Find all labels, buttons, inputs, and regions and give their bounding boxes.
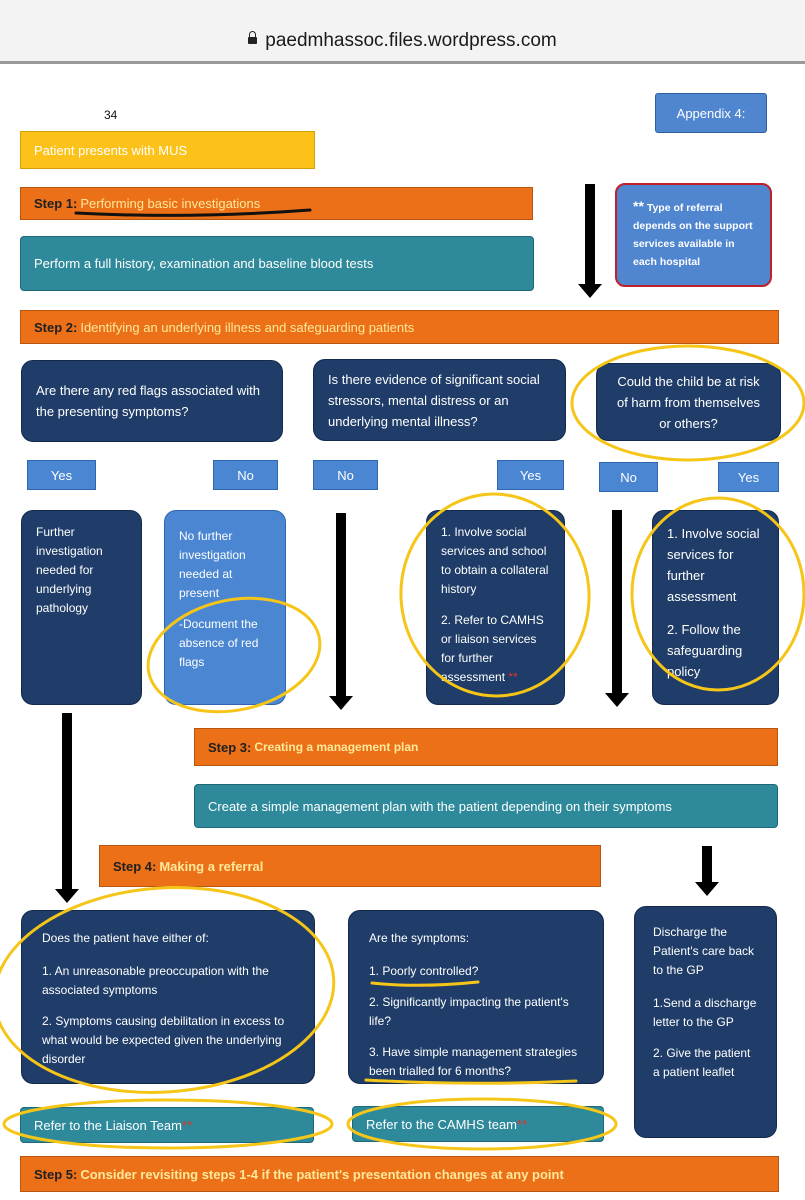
discharge-box: Discharge the Patient's care back to the…: [634, 906, 777, 1138]
answer-yes-harm: Yes: [718, 462, 779, 492]
social-step-1: 1. Involve social services and school to…: [441, 525, 549, 596]
step1-body: Perform a full history, examination and …: [20, 236, 534, 291]
annotation-underline-trialled: [364, 1078, 578, 1085]
refer-liaison-stars: **: [181, 1117, 193, 1133]
question-risk-of-harm: Could the child be at risk of harm from …: [596, 363, 781, 441]
step2-title: Identifying an underlying illness and sa…: [80, 319, 415, 335]
document-red-flags-text: -Document the absence of red flags: [179, 617, 259, 669]
arrow-down-further: [55, 713, 79, 903]
safe-step-1: 1. Involve social services for further a…: [667, 526, 760, 604]
liaison-intro: Does the patient have either of:: [42, 931, 209, 945]
camhs-intro: Are the symptoms:: [369, 931, 470, 945]
annotation-circle-document: [146, 596, 322, 714]
step1-title: Performing basic investigations: [80, 196, 261, 211]
arrow-down-no-harm: [605, 510, 629, 707]
annotation-circle-social: [399, 492, 591, 698]
referral-stars: **: [508, 670, 518, 684]
arrow-down-step3: [695, 846, 719, 896]
browser-address-bar: [0, 0, 805, 64]
camhs-criteria-box: Are the symptoms: 1. Poorly controlled? …: [348, 910, 604, 1084]
step4-title: Making a referral: [159, 858, 264, 874]
step3-header: Step 3:Creating a management plan: [194, 728, 778, 766]
step5-header: Step 5:Consider revisiting steps 1-4 if …: [20, 1156, 779, 1192]
url-text: paedmhassoc.files.wordpress.com: [265, 30, 557, 51]
liaison-criteria-box: Does the patient have either of: 1. An u…: [21, 910, 315, 1084]
note-stars: **: [633, 198, 644, 214]
note-text: Type of referral depends on the support …: [633, 202, 753, 268]
refer-camhs-text: Refer to the CAMHS team: [366, 1116, 517, 1132]
step3-title: Creating a management plan: [254, 740, 419, 754]
annotation-circle-refer-camhs: [346, 1097, 618, 1151]
annotation-circle-risk: [570, 344, 805, 462]
annotation-circle-safeguarding: [630, 496, 805, 692]
step2-number: Step 2:: [34, 319, 78, 335]
appendix-label: Appendix 4:: [655, 93, 767, 133]
camhs-item-1: 1. Poorly controlled?: [369, 964, 479, 978]
annotation-circle-refer-liaison: [2, 1098, 334, 1150]
page-number: 34: [104, 108, 118, 122]
answer-no-harm: No: [599, 462, 658, 492]
step3-body: Create a simple management plan with the…: [194, 784, 778, 828]
outcome-further-investigation: Further investigation needed for underly…: [21, 510, 142, 705]
referral-note: ** Type of referral depends on the suppo…: [615, 183, 772, 287]
liaison-item-1: 1. An unreasonable preoccupation with th…: [42, 964, 269, 997]
discharge-item-1: 1.Send a discharge letter to the GP: [653, 996, 757, 1029]
annotation-underline-step1: [74, 208, 312, 217]
lock-icon: [248, 31, 258, 44]
answer-yes-social: Yes: [497, 460, 564, 490]
url-display[interactable]: paedmhassoc.files.wordpress.com: [0, 30, 805, 52]
answer-no-social: No: [313, 460, 378, 490]
outcome-no-further-investigation: No further investigation needed at prese…: [164, 510, 286, 705]
liaison-item-2: 2. Symptoms causing debilitation in exce…: [42, 1014, 285, 1066]
step1-number: Step 1:: [34, 196, 78, 211]
camhs-item-3: 3. Have simple management strategies bee…: [369, 1045, 578, 1078]
social-step-2: 2. Refer to CAMHS or liaison services fo…: [441, 613, 544, 684]
step3-number: Step 3:: [208, 739, 252, 755]
step2-header: Step 2:Identifying an underlying illness…: [20, 310, 779, 344]
outcome-social-services: 1. Involve social services and school to…: [426, 510, 565, 705]
answer-yes-red-flags: Yes: [27, 460, 96, 490]
camhs-item-2: 2. Significantly impacting the patient's…: [369, 995, 569, 1028]
refer-liaison-text: Refer to the Liaison Team: [34, 1117, 182, 1133]
refer-liaison-box: Refer to the Liaison Team**: [20, 1107, 314, 1143]
safe-step-2: 2. Follow the safeguarding policy: [667, 622, 743, 679]
annotation-circle-liaison-criteria: [0, 886, 336, 1094]
step4-number: Step 4:: [113, 858, 157, 874]
question-social-stressors: Is there evidence of significant social …: [313, 359, 566, 441]
arrow-down-no-social: [329, 513, 353, 710]
refer-camhs-stars: **: [517, 1116, 528, 1132]
discharge-item-2: 2. Give the patient a patient leaflet: [653, 1046, 751, 1079]
step5-number: Step 5:: [34, 1166, 78, 1182]
answer-no-red-flags: No: [213, 460, 278, 490]
annotation-underline-poorly-controlled: [370, 980, 480, 987]
no-further-text: No further investigation needed at prese…: [179, 529, 246, 600]
question-red-flags: Are there any red flags associated with …: [21, 360, 283, 442]
discharge-intro: Discharge the Patient's care back to the…: [653, 925, 755, 977]
outcome-safeguarding: 1. Involve social services for further a…: [652, 510, 779, 705]
start-box: Patient presents with MUS: [20, 131, 315, 169]
arrow-down-step1: [578, 184, 602, 298]
step4-header: Step 4:Making a referral: [99, 845, 601, 887]
refer-camhs-box: Refer to the CAMHS team**: [352, 1106, 604, 1142]
step5-title: Consider revisiting steps 1-4 if the pat…: [80, 1166, 564, 1182]
